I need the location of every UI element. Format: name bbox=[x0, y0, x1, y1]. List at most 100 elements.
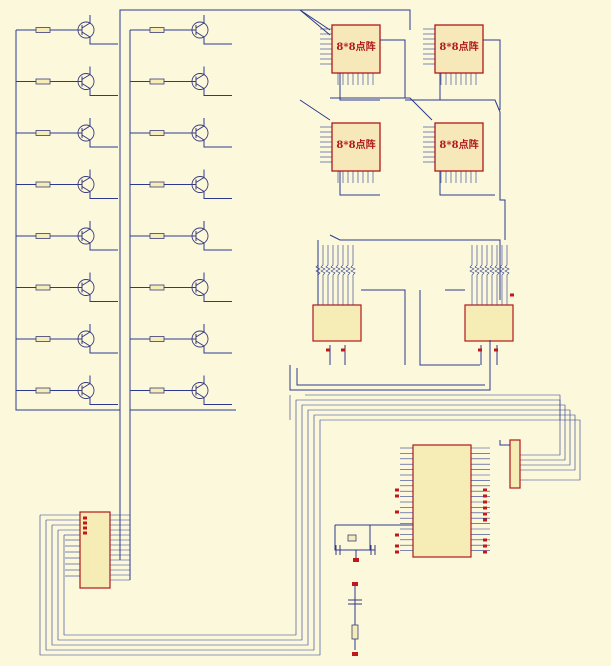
crystal bbox=[347, 534, 357, 542]
pin-marker bbox=[510, 293, 514, 297]
left-transistor-row-3 bbox=[15, 169, 118, 199]
base-resistor bbox=[35, 78, 51, 85]
matrix-pin-lines bbox=[320, 28, 477, 183]
pull-resistor bbox=[489, 245, 495, 305]
pin-marker bbox=[483, 494, 487, 498]
pin-marker bbox=[483, 500, 487, 504]
crystal-circuit bbox=[334, 524, 413, 656]
left-transistor-row-2 bbox=[15, 118, 118, 148]
pull-resistor bbox=[340, 245, 346, 305]
pull-resistor bbox=[325, 245, 331, 305]
pin-marker bbox=[83, 526, 87, 530]
base-resistor bbox=[35, 387, 51, 394]
pull-resistor bbox=[469, 245, 475, 305]
base-resistor bbox=[35, 181, 51, 188]
base-resistor bbox=[35, 336, 51, 342]
matrix-wires bbox=[299, 39, 506, 305]
matrix-label: 8*8点阵 bbox=[336, 40, 375, 53]
pull-resistor bbox=[330, 245, 336, 305]
pin-marker bbox=[483, 538, 487, 542]
left-transistor-row-4 bbox=[15, 221, 118, 251]
pin-marker bbox=[395, 510, 399, 514]
pin-marker bbox=[395, 488, 399, 492]
base-resistor bbox=[35, 27, 51, 33]
pin-marker bbox=[483, 512, 487, 516]
matrix-label: 8*8点阵 bbox=[336, 138, 375, 151]
base-resistor bbox=[149, 78, 165, 85]
matrix-label: 8*8点阵 bbox=[439, 138, 478, 151]
pull-resistor bbox=[320, 245, 326, 305]
base-resistor bbox=[149, 336, 165, 342]
pull-resistor bbox=[479, 245, 485, 305]
right-transistor-row-0 bbox=[129, 15, 232, 45]
pin-marker bbox=[483, 518, 487, 522]
ground-marker bbox=[352, 652, 358, 656]
pin-marker bbox=[341, 348, 345, 352]
base-resistor bbox=[35, 233, 51, 239]
right-transistor-row-7 bbox=[129, 375, 232, 405]
pin-marker bbox=[483, 550, 487, 554]
pull-resistor bbox=[345, 245, 351, 305]
decoder-chip bbox=[79, 511, 111, 589]
base-resistor bbox=[149, 387, 165, 394]
right-transistor-row-6 bbox=[129, 324, 232, 354]
base-resistor bbox=[149, 27, 165, 33]
power-pin-markers bbox=[83, 293, 514, 554]
lower-bus-wires bbox=[39, 394, 581, 656]
left-driver-column bbox=[15, 15, 118, 405]
vcc-marker bbox=[352, 582, 358, 586]
ground-marker bbox=[353, 558, 359, 562]
left-transistor-row-6 bbox=[15, 324, 118, 354]
right-transistor-row-2 bbox=[129, 118, 232, 148]
right-driver-column bbox=[129, 15, 232, 405]
base-resistor bbox=[35, 284, 51, 291]
left-transistor-row-1 bbox=[15, 66, 118, 96]
pin-marker bbox=[478, 348, 482, 352]
base-resistor bbox=[35, 130, 51, 136]
latch-chip-left bbox=[312, 304, 362, 342]
header-connector bbox=[499, 439, 521, 489]
base-resistor bbox=[149, 284, 165, 291]
pull-resistor bbox=[484, 245, 490, 305]
right-transistor-row-1 bbox=[129, 66, 232, 96]
reset-resistor bbox=[351, 624, 359, 640]
base-resistor bbox=[149, 233, 165, 239]
pin-marker bbox=[483, 488, 487, 492]
pin-marker bbox=[395, 544, 399, 548]
left-transistor-row-0 bbox=[15, 15, 118, 45]
right-transistor-row-5 bbox=[129, 272, 232, 302]
pin-marker bbox=[494, 348, 498, 352]
led-matrix-top-right: 8*8点阵 bbox=[434, 24, 484, 74]
pull-resistor bbox=[315, 245, 321, 305]
led-matrix-bottom-left: 8*8点阵 bbox=[331, 122, 381, 172]
pin-marker bbox=[395, 533, 399, 537]
pull-resistor bbox=[499, 245, 505, 305]
matrix-label: 8*8点阵 bbox=[439, 40, 478, 53]
base-resistor bbox=[149, 181, 165, 188]
decoder-pins bbox=[65, 514, 130, 581]
right-transistor-row-3 bbox=[129, 169, 232, 199]
latch-wires bbox=[289, 289, 498, 391]
pull-resistor bbox=[350, 245, 356, 305]
pin-marker bbox=[83, 521, 87, 525]
right-transistor-row-4 bbox=[129, 221, 232, 251]
pull-resistor bbox=[474, 245, 480, 305]
mcu-chip bbox=[412, 444, 472, 558]
pin-marker bbox=[83, 531, 87, 535]
led-matrix-bottom-right: 8*8点阵 bbox=[434, 122, 484, 172]
pin-marker bbox=[483, 506, 487, 510]
left-transistor-row-5 bbox=[15, 272, 118, 302]
pin-marker bbox=[395, 494, 399, 498]
pull-resistor bbox=[335, 245, 341, 305]
pin-marker bbox=[83, 516, 87, 520]
pin-marker bbox=[395, 550, 399, 554]
pull-resistor bbox=[504, 245, 510, 305]
left-transistor-row-7 bbox=[15, 375, 118, 405]
base-resistor bbox=[149, 130, 165, 136]
latch-chip-right bbox=[464, 304, 514, 342]
pin-marker bbox=[326, 348, 330, 352]
pin-marker bbox=[483, 544, 487, 548]
resistor-arrays bbox=[315, 245, 510, 305]
led-matrix-top-left: 8*8点阵 bbox=[331, 24, 381, 74]
